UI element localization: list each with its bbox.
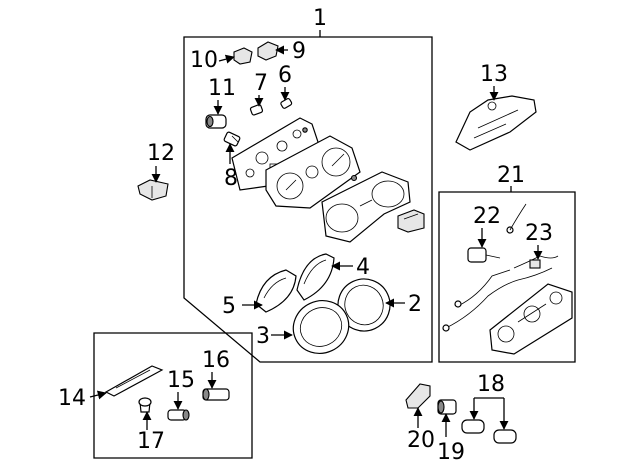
socket-part-9	[257, 41, 279, 61]
bulb-part-15	[167, 409, 190, 421]
callout-13: 13	[480, 62, 508, 87]
callout-17: 17	[137, 429, 165, 454]
callout-22: 22	[473, 204, 501, 229]
callout-19: 19	[437, 440, 465, 465]
callout-6: 6	[278, 63, 292, 88]
callout-8: 8	[224, 166, 238, 191]
callout-2: 2	[408, 292, 422, 317]
blower-resistor-part-22	[467, 247, 501, 263]
switch-part-23	[513, 255, 559, 269]
socket-part-11	[205, 114, 227, 129]
callout-11: 11	[208, 76, 236, 101]
gauge-face-part	[265, 135, 361, 209]
gauge-ring-part-3	[292, 300, 350, 354]
bulb-part-18a	[461, 419, 485, 434]
callout-3: 3	[256, 324, 270, 349]
callout-16: 16	[202, 348, 230, 373]
callout-15: 15	[167, 368, 195, 393]
socket-part-20	[405, 383, 431, 409]
gauge-ring-part-2	[337, 278, 391, 332]
bracket-part-12	[137, 179, 169, 201]
lens-part-4	[296, 253, 335, 301]
callout-21: 21	[497, 163, 525, 188]
lens-part-5	[255, 269, 297, 313]
callout-7: 7	[254, 71, 268, 96]
bulb-part-18b	[493, 429, 517, 444]
callout-5: 5	[222, 294, 236, 319]
socket-part-10	[233, 47, 253, 65]
callout-4: 4	[356, 255, 370, 280]
cluster-housing-part	[321, 171, 411, 243]
bulb-part-6	[280, 98, 293, 109]
callout-14: 14	[58, 386, 86, 411]
socket-part-8	[223, 131, 241, 147]
harness-part	[442, 203, 553, 332]
bulb-part-7	[249, 104, 264, 116]
bulb-part-16	[202, 388, 230, 401]
bulb-kit-frame	[93, 332, 253, 459]
callout-12: 12	[147, 141, 175, 166]
leader-lines	[89, 30, 543, 437]
callout-9: 9	[292, 39, 306, 64]
socket-part-19	[437, 399, 457, 415]
bulb-part-17	[138, 397, 152, 413]
callout-18: 18	[477, 372, 505, 397]
main-assembly-frame	[183, 36, 433, 363]
control-panel-part-21	[489, 283, 573, 355]
light-strip-part-14	[104, 365, 164, 397]
callout-1: 1	[313, 6, 327, 31]
callout-10: 10	[190, 48, 218, 73]
connector-part	[397, 209, 425, 233]
control-assembly-frame	[438, 191, 576, 363]
callout-23: 23	[525, 221, 553, 246]
switch-panel-part-13	[455, 95, 537, 151]
callout-20: 20	[407, 428, 435, 453]
